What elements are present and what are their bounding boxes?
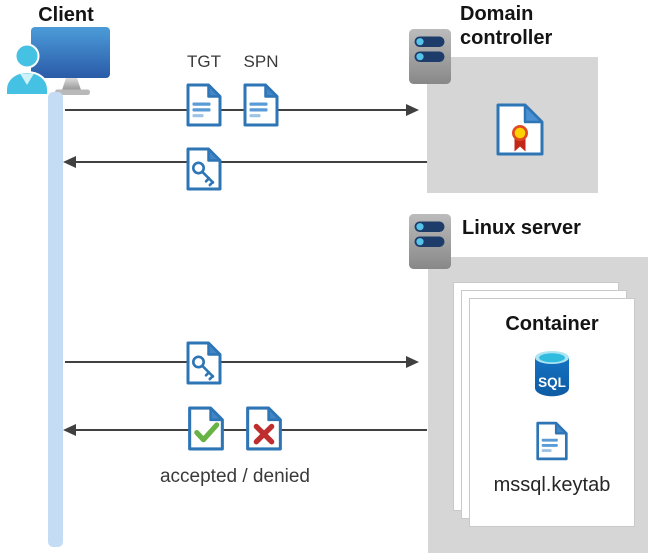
arrow-client-to-dc	[65, 109, 406, 111]
keytab-filename-label: mssql.keytab	[493, 474, 611, 496]
client-monitor-icon	[31, 27, 110, 95]
arrowhead-client-to-dc	[406, 104, 419, 116]
client-title: Client	[38, 4, 94, 26]
linux-server-title: Linux server	[462, 217, 581, 239]
certificate-icon	[496, 103, 544, 156]
arrow-dc-to-client	[76, 161, 427, 163]
client-lifeline	[48, 92, 63, 547]
domain-controller-server-icon	[409, 29, 451, 84]
spn-document-icon	[243, 83, 279, 127]
sql-database-icon: SQL	[535, 351, 569, 397]
arrow-client-to-linux	[65, 361, 406, 363]
accepted-document-icon	[188, 406, 224, 451]
sql-badge-text: SQL	[538, 375, 566, 390]
domain-controller-title: Domain controller	[460, 3, 553, 49]
client-user-icon	[5, 43, 49, 96]
spn-label: SPN	[243, 52, 279, 71]
arrowhead-client-to-linux	[406, 356, 419, 368]
tgt-label: TGT	[187, 52, 221, 71]
key-ticket-document-icon	[186, 147, 222, 191]
keytab-document-icon	[536, 421, 568, 461]
linux-server-icon	[409, 214, 451, 269]
key-ticket-document-icon-2	[186, 341, 222, 385]
arrowhead-dc-to-client	[63, 156, 76, 168]
container-title: Container	[505, 313, 599, 335]
accepted-denied-label: accepted / denied	[159, 466, 310, 487]
arrowhead-linux-to-client	[63, 424, 76, 436]
tgt-ticket-document-icon	[186, 83, 222, 127]
denied-document-icon	[246, 406, 282, 451]
container-card-front	[469, 298, 635, 527]
